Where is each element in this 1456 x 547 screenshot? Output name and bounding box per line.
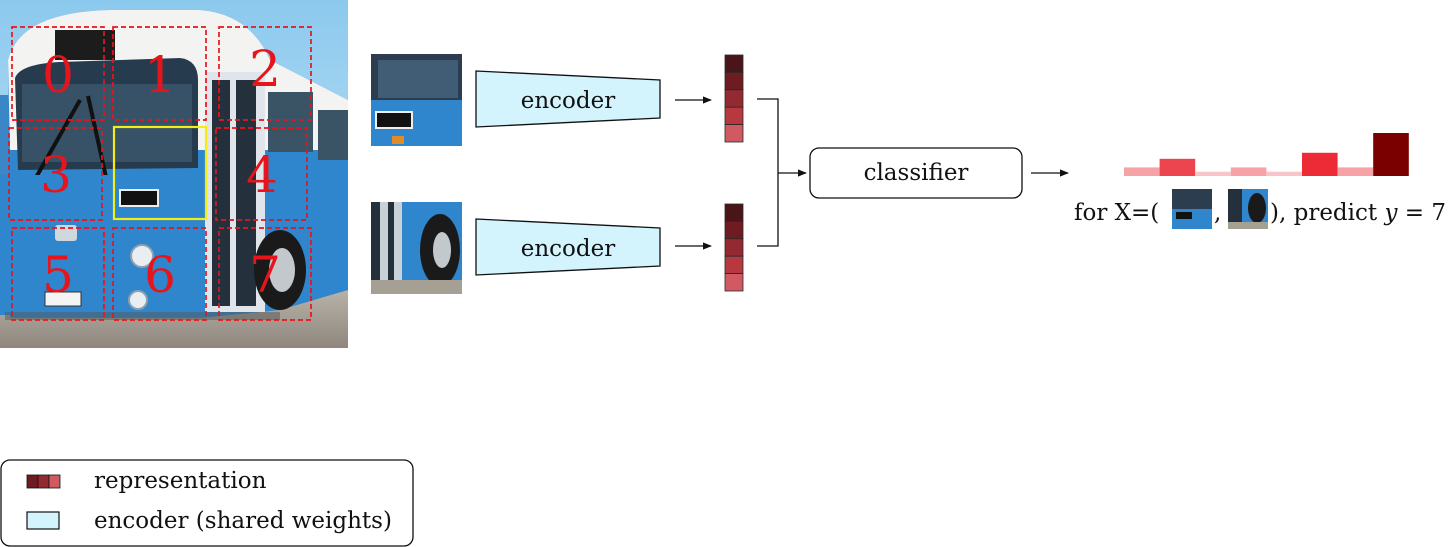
- patch-box-5: [11, 227, 105, 321]
- representation-cell-bottom-1: [724, 220, 744, 240]
- legend: representation encoder (shared weights): [0, 459, 414, 547]
- input-patch-bottom: [371, 202, 462, 294]
- patch-label-6: 6: [144, 246, 176, 304]
- patch-label-4: 4: [246, 146, 278, 204]
- input-patch-top: [371, 54, 462, 146]
- representation-cell-bottom-2: [724, 238, 744, 257]
- representation-cell-bottom-4: [724, 273, 744, 292]
- prediction-suffix: ), predict y = 7: [1270, 200, 1446, 226]
- representation-cell-bottom-0: [724, 203, 744, 222]
- patch-label-1: 1: [144, 46, 176, 104]
- patch-label-7: 7: [249, 246, 281, 304]
- patch-box-4: [215, 127, 308, 221]
- encoder-label-bottom: encoder: [521, 236, 615, 262]
- representation-bottom: [724, 203, 744, 292]
- output-bar-3: [1230, 167, 1267, 176]
- representation-top: [724, 54, 744, 143]
- encoder-label-top: encoder: [521, 88, 615, 114]
- output-bar-2: [1195, 171, 1231, 176]
- patch-box-1: [112, 26, 207, 121]
- classifier-box: classifier: [809, 147, 1023, 199]
- bus-image: [0, 0, 348, 348]
- representation-cell-top-0: [724, 54, 744, 73]
- prediction-comma: ,: [1214, 200, 1221, 226]
- legend-encoder-label: encoder (shared weights): [94, 508, 392, 534]
- representation-cell-top-3: [724, 106, 744, 125]
- prediction-text: for X=( , ), predict y = 7: [1074, 189, 1446, 229]
- representation-cell-bottom-3: [724, 255, 744, 275]
- legend-encoder-swatch: [26, 511, 60, 530]
- encoder-top: encoder: [475, 70, 661, 128]
- output-bar-4: [1266, 171, 1302, 176]
- prediction-prefix: for X=(: [1074, 200, 1159, 226]
- legend-representation-swatch: [26, 474, 61, 489]
- patch-labels: 0 1 2 3 4 5 6 7: [40, 40, 281, 304]
- output-bar-6: [1337, 167, 1374, 176]
- representation-cell-top-1: [724, 72, 744, 91]
- classifier-label: classifier: [864, 160, 969, 186]
- patch-box-0: [11, 26, 105, 121]
- patch-label-2: 2: [249, 40, 281, 98]
- patch-box-3: [8, 127, 103, 221]
- prediction-thumb-1: [1172, 189, 1212, 229]
- output-bar-5: [1302, 152, 1338, 176]
- prediction-thumb-2: [1228, 189, 1268, 229]
- patch-label-3: 3: [40, 146, 72, 204]
- join-connector: [757, 98, 779, 247]
- patch-label-0: 0: [42, 46, 74, 104]
- patch-box-6: [112, 227, 207, 321]
- patch-box-2: [218, 26, 312, 121]
- representation-cell-top-2: [724, 89, 744, 108]
- patch-box-7: [218, 227, 312, 321]
- output-bar-0: [1124, 167, 1160, 176]
- output-bar-7: [1373, 133, 1409, 176]
- center-patch-highlight: [112, 125, 208, 221]
- legend-representation-label: representation: [94, 468, 267, 494]
- patch-grid: [8, 26, 312, 321]
- output-bar-1: [1159, 158, 1196, 176]
- representation-cell-top-4: [724, 124, 744, 143]
- patch-label-5: 5: [42, 246, 74, 304]
- encoder-bottom: encoder: [475, 218, 661, 276]
- output-distribution: [1124, 133, 1409, 176]
